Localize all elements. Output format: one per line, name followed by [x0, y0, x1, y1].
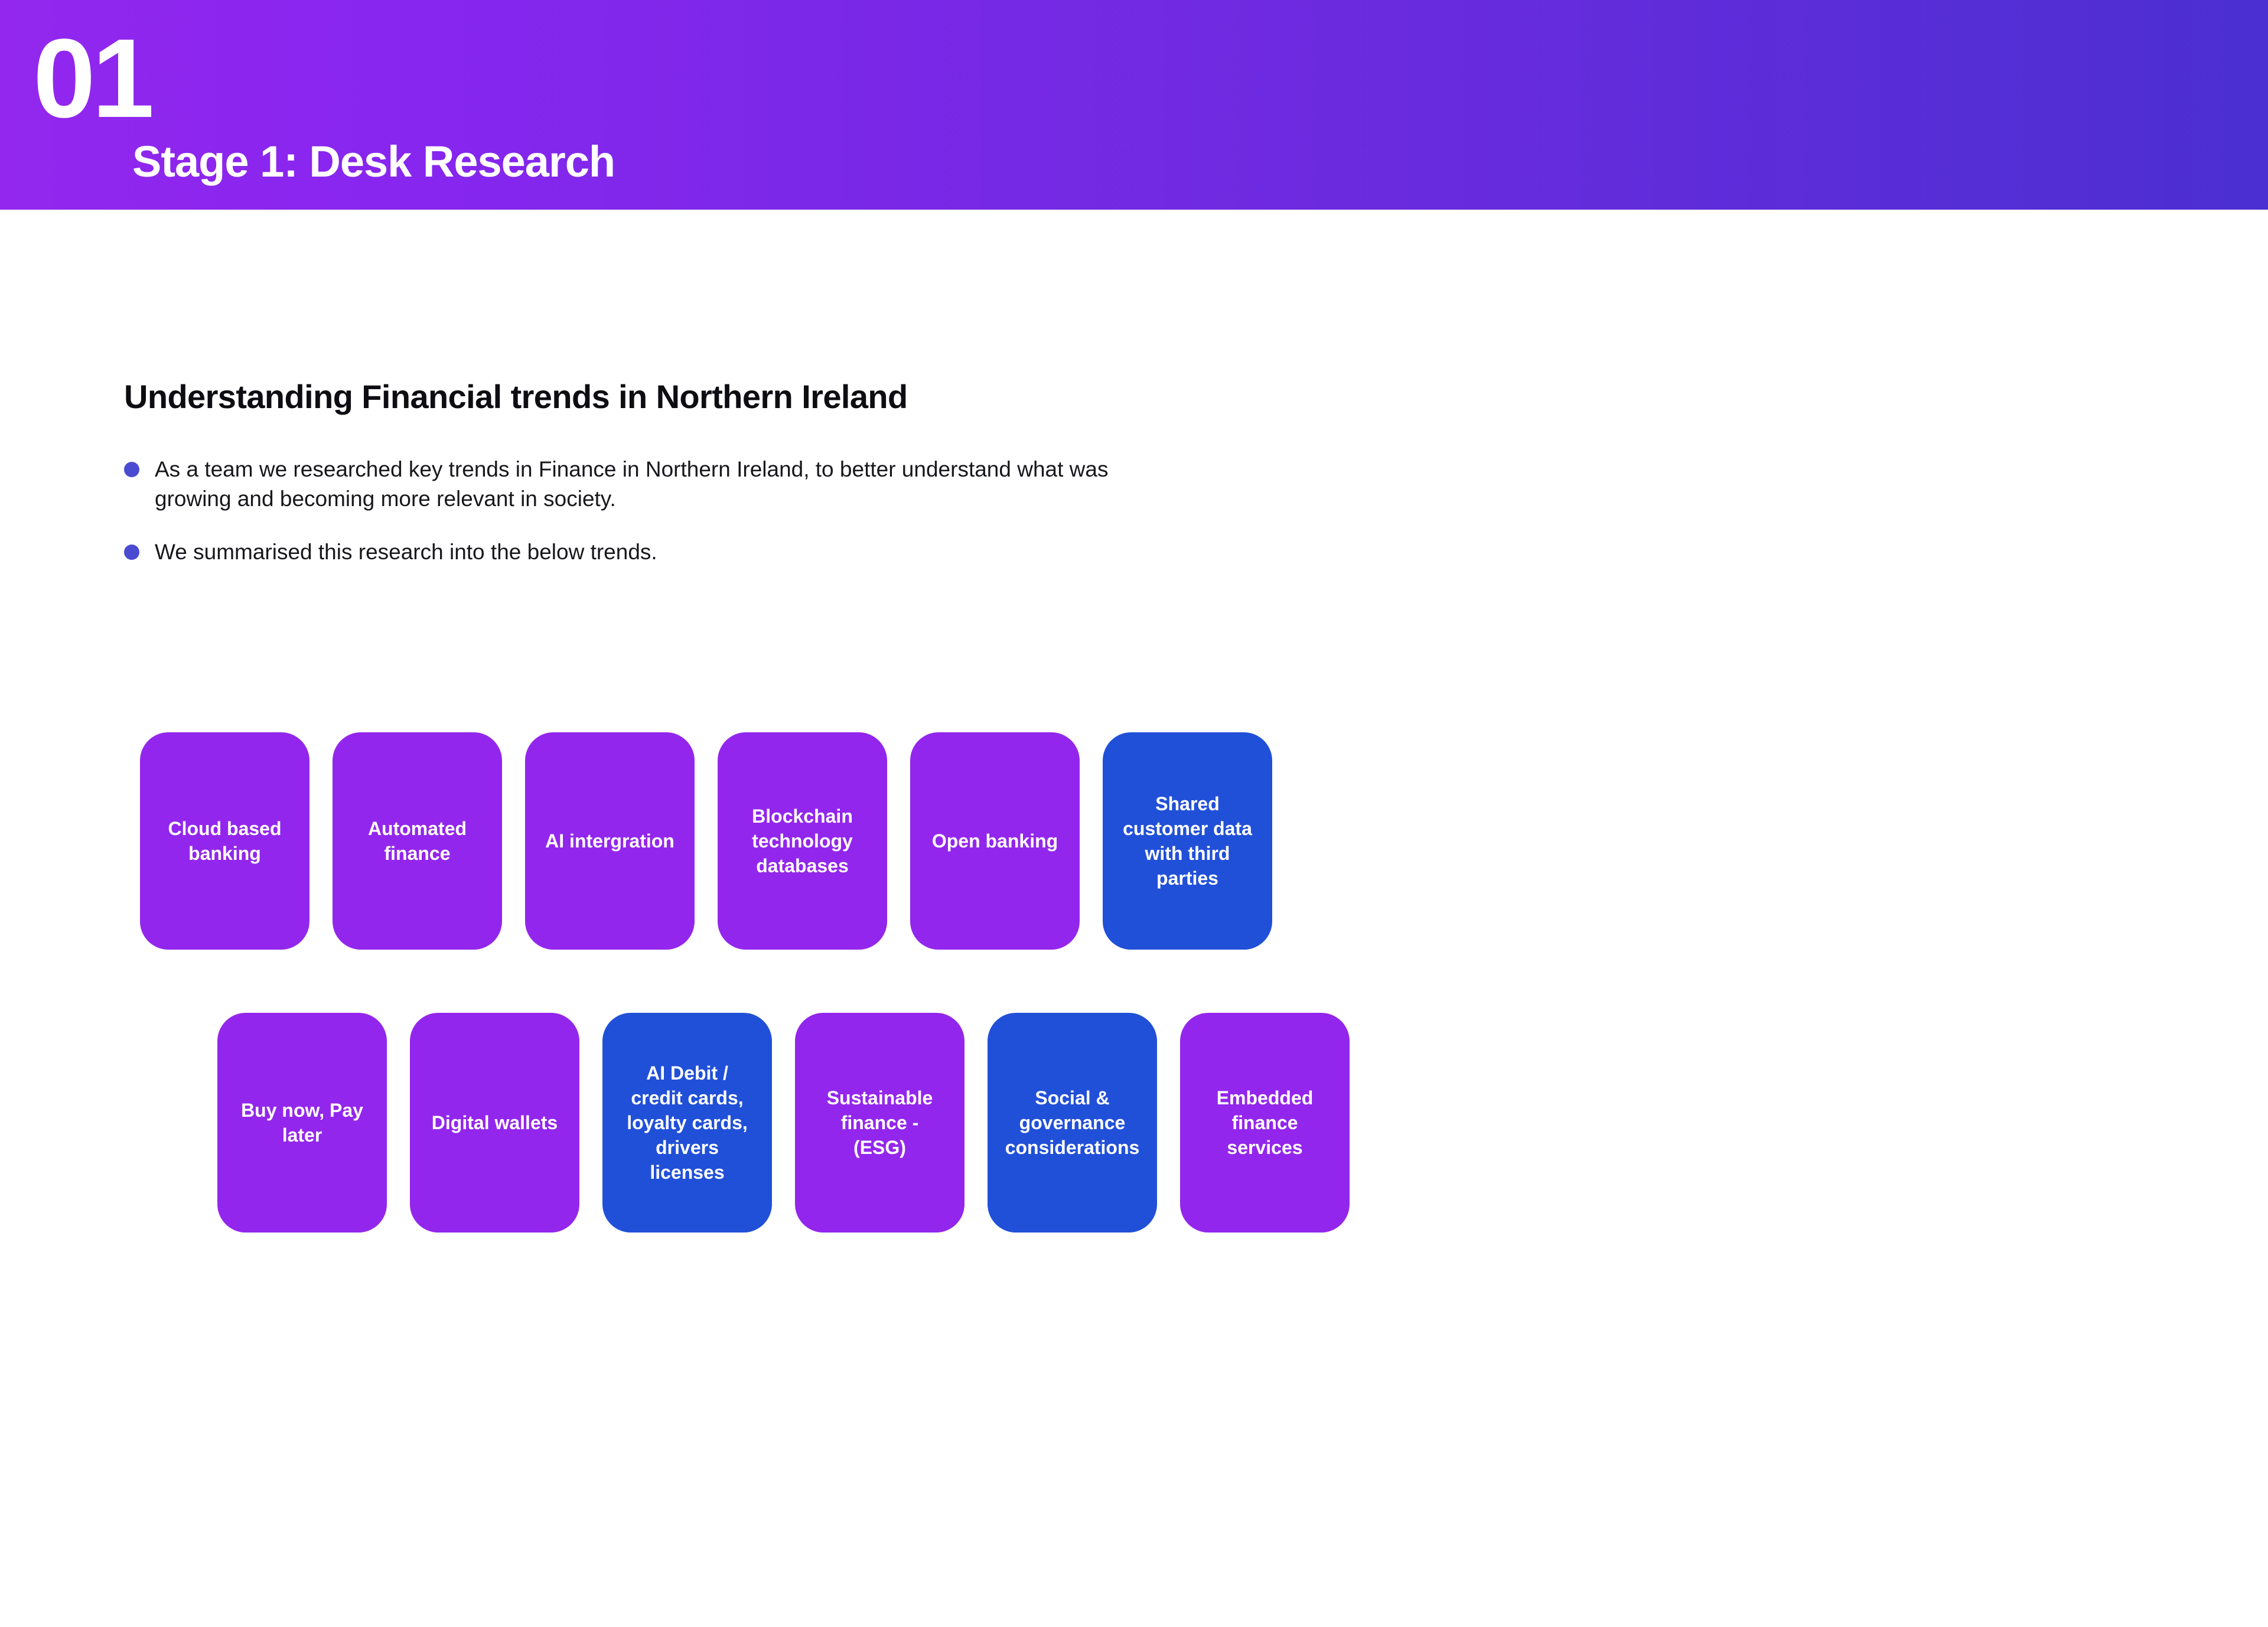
trend-card[interactable]: Social & governance considerations: [988, 1013, 1157, 1233]
trend-card-label: AI intergration: [545, 830, 674, 852]
bullet-dot-icon: [124, 544, 139, 560]
trend-card-label: Open banking: [931, 830, 1058, 852]
trend-card-label: AI Debit / credit cards, loyalty cards, …: [627, 1062, 748, 1183]
trend-card[interactable]: Digital wallets: [410, 1013, 579, 1233]
trend-card-label: Buy now, Pay later: [241, 1100, 363, 1146]
trend-card-label: Digital wallets: [431, 1112, 558, 1133]
trend-card-label: Social & governance considerations: [1005, 1087, 1140, 1158]
trend-card-label: Blockchain technology databases: [752, 806, 853, 876]
trend-card-label: Automated finance: [367, 818, 467, 864]
trend-card[interactable]: Sustainable finance - (ESG): [795, 1013, 964, 1233]
trend-card[interactable]: AI intergration: [525, 732, 695, 950]
trend-card[interactable]: Cloud based banking: [140, 732, 309, 950]
summary-bullet-list: As a team we researched key trends in Fi…: [124, 455, 1246, 591]
trend-card[interactable]: Buy now, Pay later: [217, 1013, 387, 1233]
trend-card[interactable]: Embedded finance services: [1180, 1013, 1350, 1233]
trend-card[interactable]: Automated finance: [333, 732, 502, 950]
trend-card-label: Sustainable finance - (ESG): [826, 1087, 933, 1158]
stage-header-banner: 01 Stage 1: Desk Research: [0, 0, 2268, 210]
trend-card-label: Embedded finance services: [1216, 1087, 1314, 1158]
trend-card[interactable]: Shared customer data with third parties: [1103, 732, 1272, 950]
trend-card-label: Cloud based banking: [168, 818, 282, 864]
trend-card[interactable]: Blockchain technology databases: [718, 732, 887, 950]
trend-card-row-two: Buy now, Pay later Digital wallets AI De…: [217, 1013, 1350, 1233]
stage-number: 01: [33, 16, 154, 141]
stage-title: Stage 1: Desk Research: [132, 137, 615, 186]
list-item: As a team we researched key trends in Fi…: [124, 455, 1246, 514]
trend-card-label: Shared customer data with third parties: [1123, 793, 1252, 889]
list-item-text: As a team we researched key trends in Fi…: [155, 457, 1109, 511]
page-title: Understanding Financial trends in Northe…: [124, 378, 908, 415]
trend-card[interactable]: Open banking: [910, 732, 1080, 950]
list-item: We summarised this research into the bel…: [124, 537, 1246, 567]
bullet-dot-icon: [124, 462, 139, 477]
list-item-text: We summarised this research into the bel…: [155, 540, 657, 564]
trend-card[interactable]: AI Debit / credit cards, loyalty cards, …: [602, 1013, 772, 1233]
trend-card-row-one: Cloud based banking Automated finance AI…: [140, 732, 1272, 950]
